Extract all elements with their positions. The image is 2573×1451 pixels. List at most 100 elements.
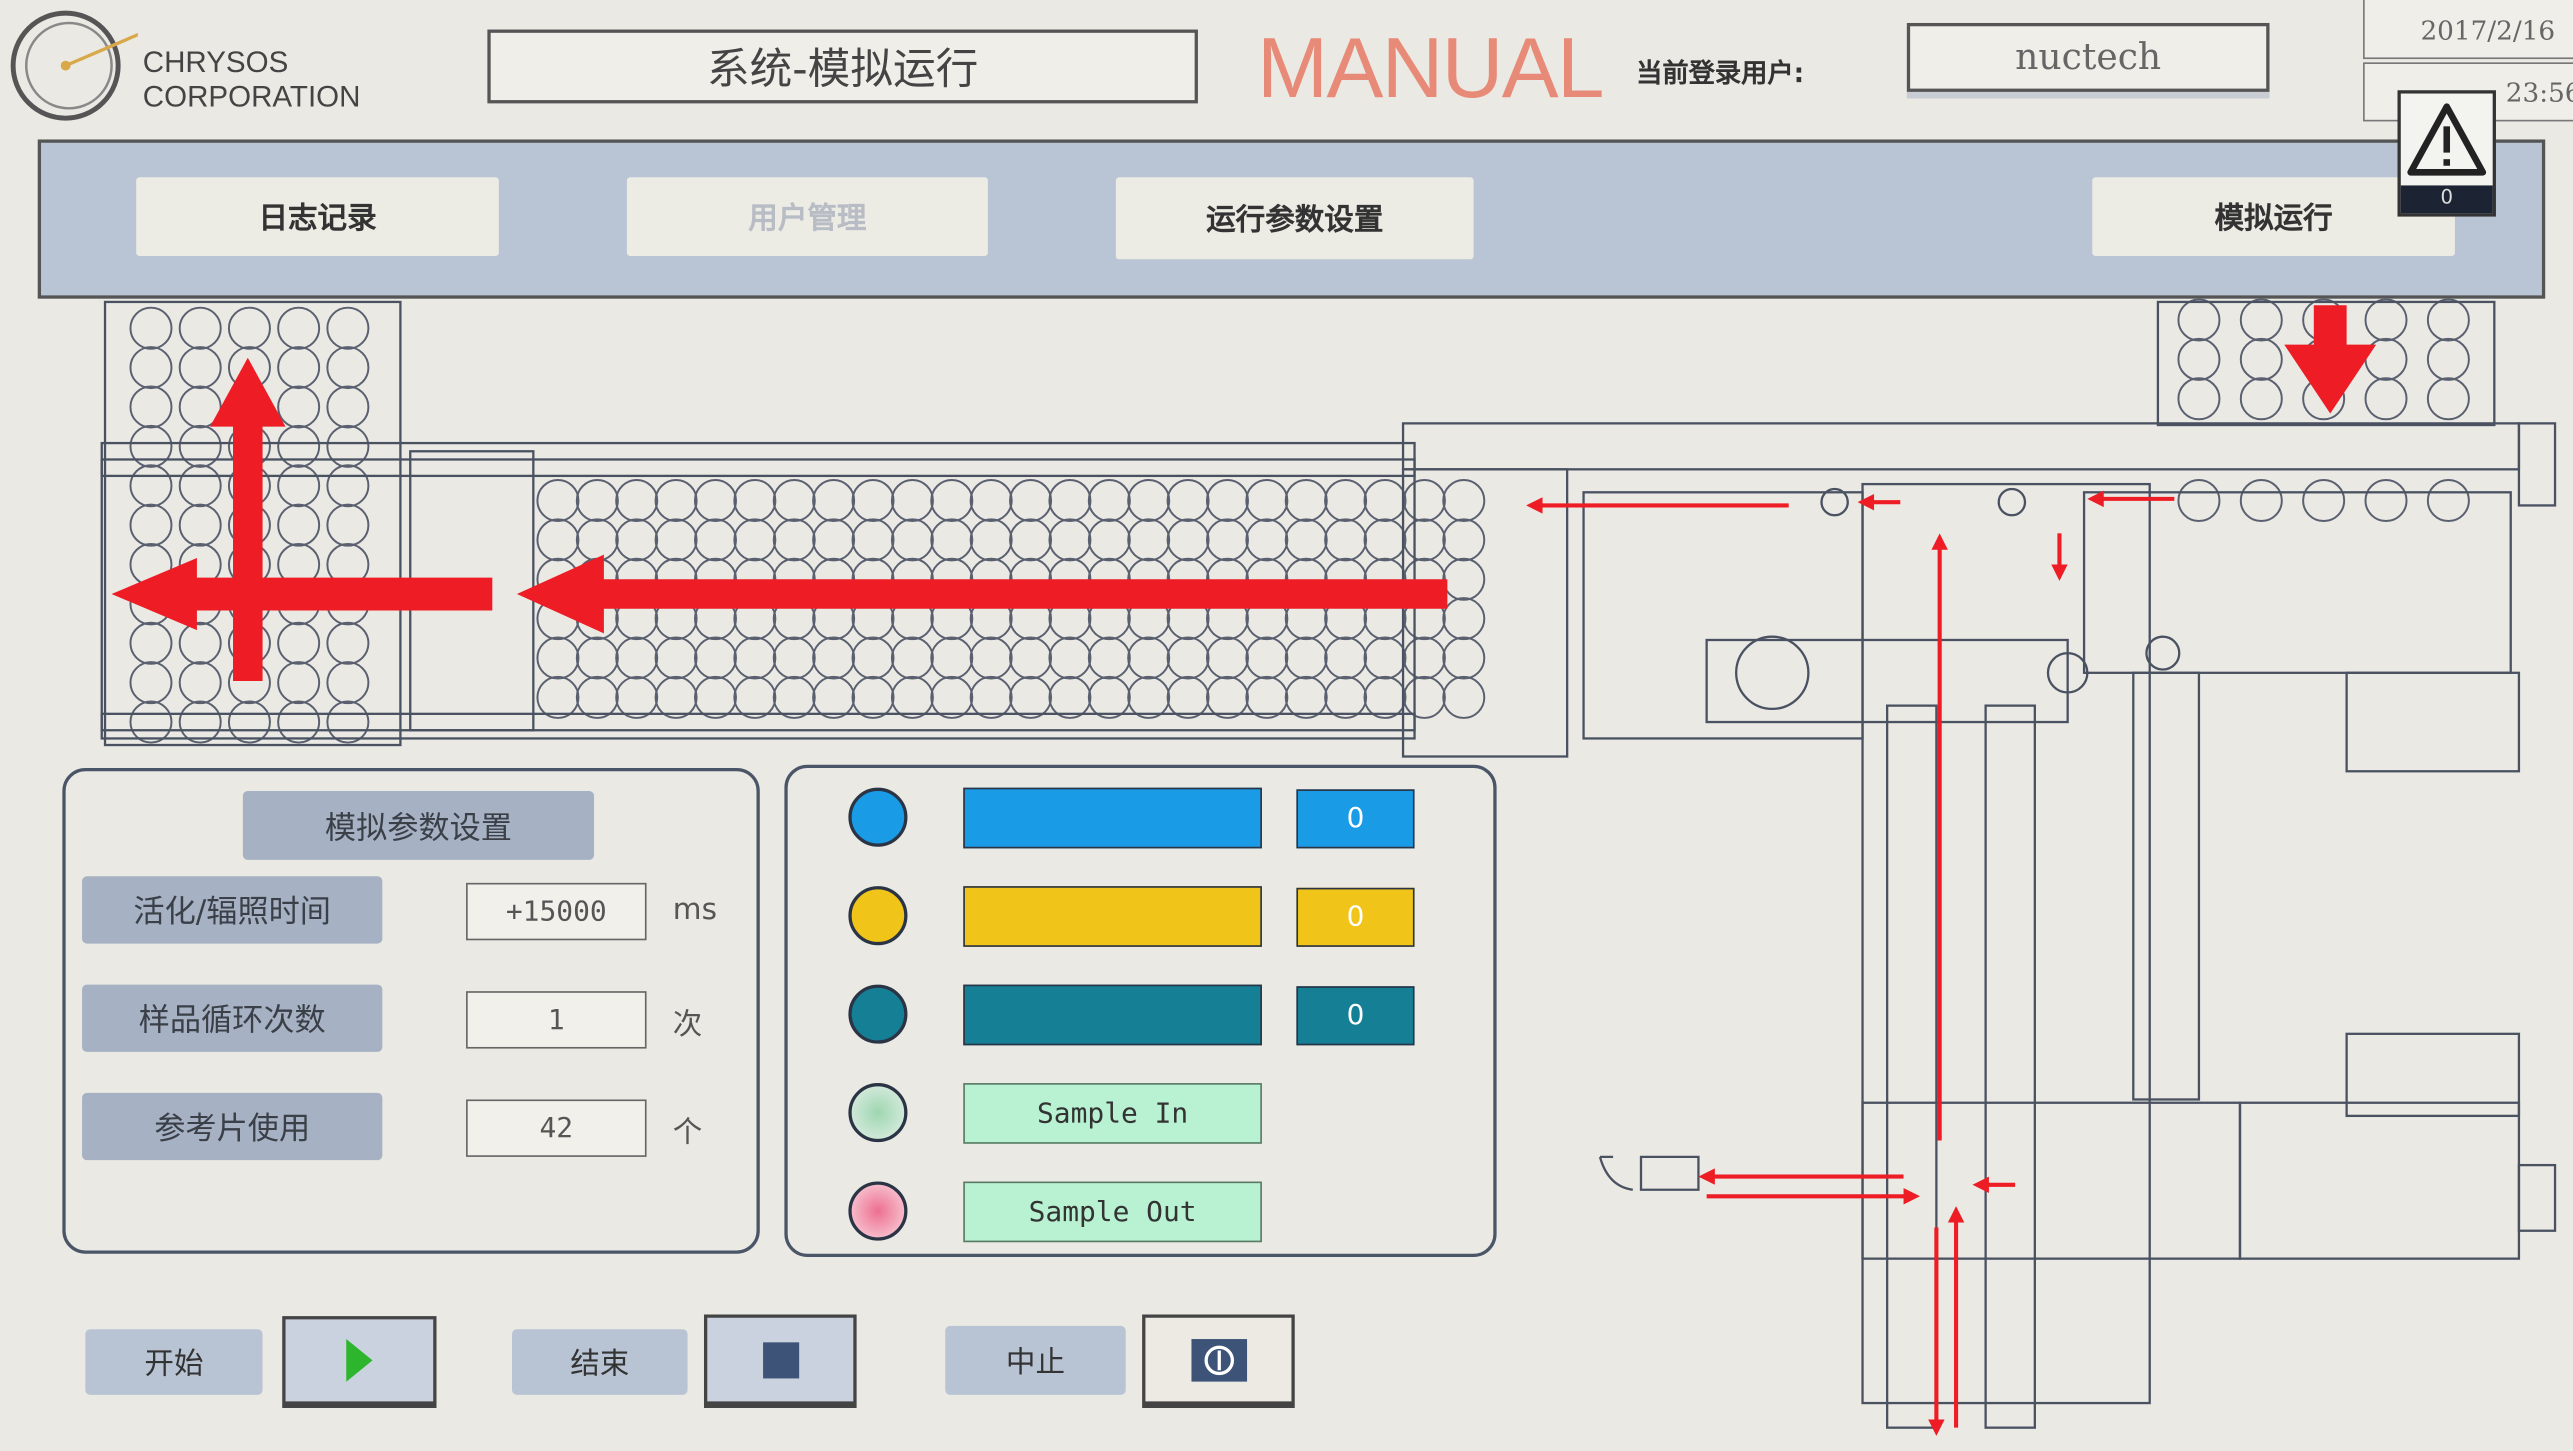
sample-ring: [2426, 337, 2470, 381]
stop-button[interactable]: [703, 1314, 857, 1408]
sample-ring: [1166, 675, 1210, 719]
sample-ring: [2177, 479, 2221, 523]
sample-ring: [1363, 636, 1407, 680]
date-text: 2017/2/16: [2420, 14, 2556, 46]
sample-ring: [1127, 636, 1171, 680]
sample-ring: [812, 479, 856, 523]
sample-ring: [1363, 479, 1407, 523]
sample-ring: [1245, 479, 1289, 523]
param-label: 样品循环次数: [82, 984, 383, 1052]
sample-ring: [654, 675, 698, 719]
sample-ring: [326, 503, 370, 547]
sample-ring: [1245, 518, 1289, 562]
logo-circle-icon: [10, 10, 138, 121]
sample-ring: [326, 621, 370, 665]
param-input[interactable]: 1: [466, 991, 647, 1049]
sample-ring: [1166, 636, 1210, 680]
nav-log-button[interactable]: 日志记录: [136, 177, 499, 256]
sample-ring: [615, 479, 659, 523]
sample-ring: [178, 700, 222, 744]
sample-ring: [2177, 377, 2221, 421]
sample-ring: [1166, 518, 1210, 562]
sample-ring: [575, 636, 619, 680]
sample-ring: [178, 621, 222, 665]
sample-ring: [2239, 377, 2283, 421]
sample-ring: [536, 479, 580, 523]
sample-ring: [1402, 479, 1446, 523]
sample-ring: [890, 518, 934, 562]
screen-title-text: 系统-模拟运行: [706, 45, 979, 96]
machine-diagram: [100, 298, 2557, 1436]
alarm-button[interactable]: 0: [2397, 90, 2496, 217]
sample-ring: [615, 675, 659, 719]
sample-ring: [1166, 479, 1210, 523]
sample-ring: [1442, 675, 1486, 719]
nav-user-management-button[interactable]: 用户管理: [626, 177, 988, 256]
sample-ring: [277, 346, 321, 390]
sample-ring: [772, 675, 816, 719]
user-label: 当前登录用户:: [1636, 57, 1805, 89]
abort-button[interactable]: [1142, 1314, 1295, 1408]
sample-ring: [1402, 518, 1446, 562]
nav-run-params-button[interactable]: 运行参数设置: [1115, 177, 1474, 260]
sample-ring: [277, 621, 321, 665]
sample-ring: [277, 464, 321, 508]
sample-ring: [2364, 298, 2408, 342]
sample-ring: [536, 675, 580, 719]
param-label: 参考片使用: [82, 1092, 383, 1161]
start-button[interactable]: [282, 1316, 437, 1408]
sample-ring: [2426, 377, 2470, 421]
nav-simulation-button[interactable]: 模拟运行: [2092, 177, 2455, 256]
abort-label: 中止: [945, 1325, 1126, 1395]
sample-ring: [890, 636, 934, 680]
sample-ring: [2177, 298, 2221, 342]
sample-ring: [326, 346, 370, 390]
legend-dot: [848, 886, 908, 946]
sample-ring: [1205, 479, 1249, 523]
legend-dot: [848, 787, 908, 847]
sample-ring: [1009, 518, 1053, 562]
user-field: nuctech: [1906, 22, 2270, 92]
legend-bar: Sample Out: [963, 1181, 1262, 1243]
sample-ring: [1087, 479, 1131, 523]
sample-ring: [326, 424, 370, 468]
sample-ring: [930, 518, 974, 562]
sample-ring: [851, 479, 895, 523]
param-unit: 个: [672, 1115, 703, 1151]
sample-ring: [733, 479, 777, 523]
sample-ring: [1009, 479, 1053, 523]
sample-ring: [326, 700, 370, 744]
sample-ring: [1048, 518, 1092, 562]
sample-ring: [178, 346, 222, 390]
sample-ring: [693, 518, 737, 562]
sample-ring: [2426, 479, 2470, 523]
arrow-left-large-2: [516, 554, 1448, 634]
screen-title: 系统-模拟运行: [487, 29, 1198, 104]
sample-ring: [326, 661, 370, 705]
sample-ring: [326, 464, 370, 508]
sample-ring: [1087, 675, 1131, 719]
legend-dot: [848, 984, 908, 1044]
sample-ring: [129, 306, 173, 350]
sample-ring: [733, 636, 777, 680]
sample-ring: [654, 518, 698, 562]
legend-bar: [963, 787, 1262, 849]
sample-ring: [1324, 518, 1368, 562]
sample-ring: [772, 518, 816, 562]
company-logo: CHRYSOS CORPORATION: [7, 7, 401, 122]
param-input[interactable]: 42: [466, 1099, 647, 1157]
play-icon: [346, 1339, 373, 1382]
param-input[interactable]: +15000: [466, 882, 647, 941]
sample-ring: [1127, 675, 1171, 719]
sample-ring: [1245, 636, 1289, 680]
sample-ring: [2364, 479, 2408, 523]
nav-bar: 日志记录 用户管理 运行参数设置 模拟运行: [37, 139, 2546, 299]
sample-ring: [129, 503, 173, 547]
sample-ring: [2239, 337, 2283, 381]
sample-ring: [227, 306, 271, 350]
sample-ring: [851, 636, 895, 680]
sample-ring: [178, 661, 222, 705]
sample-ring: [1087, 636, 1131, 680]
sample-ring: [575, 479, 619, 523]
